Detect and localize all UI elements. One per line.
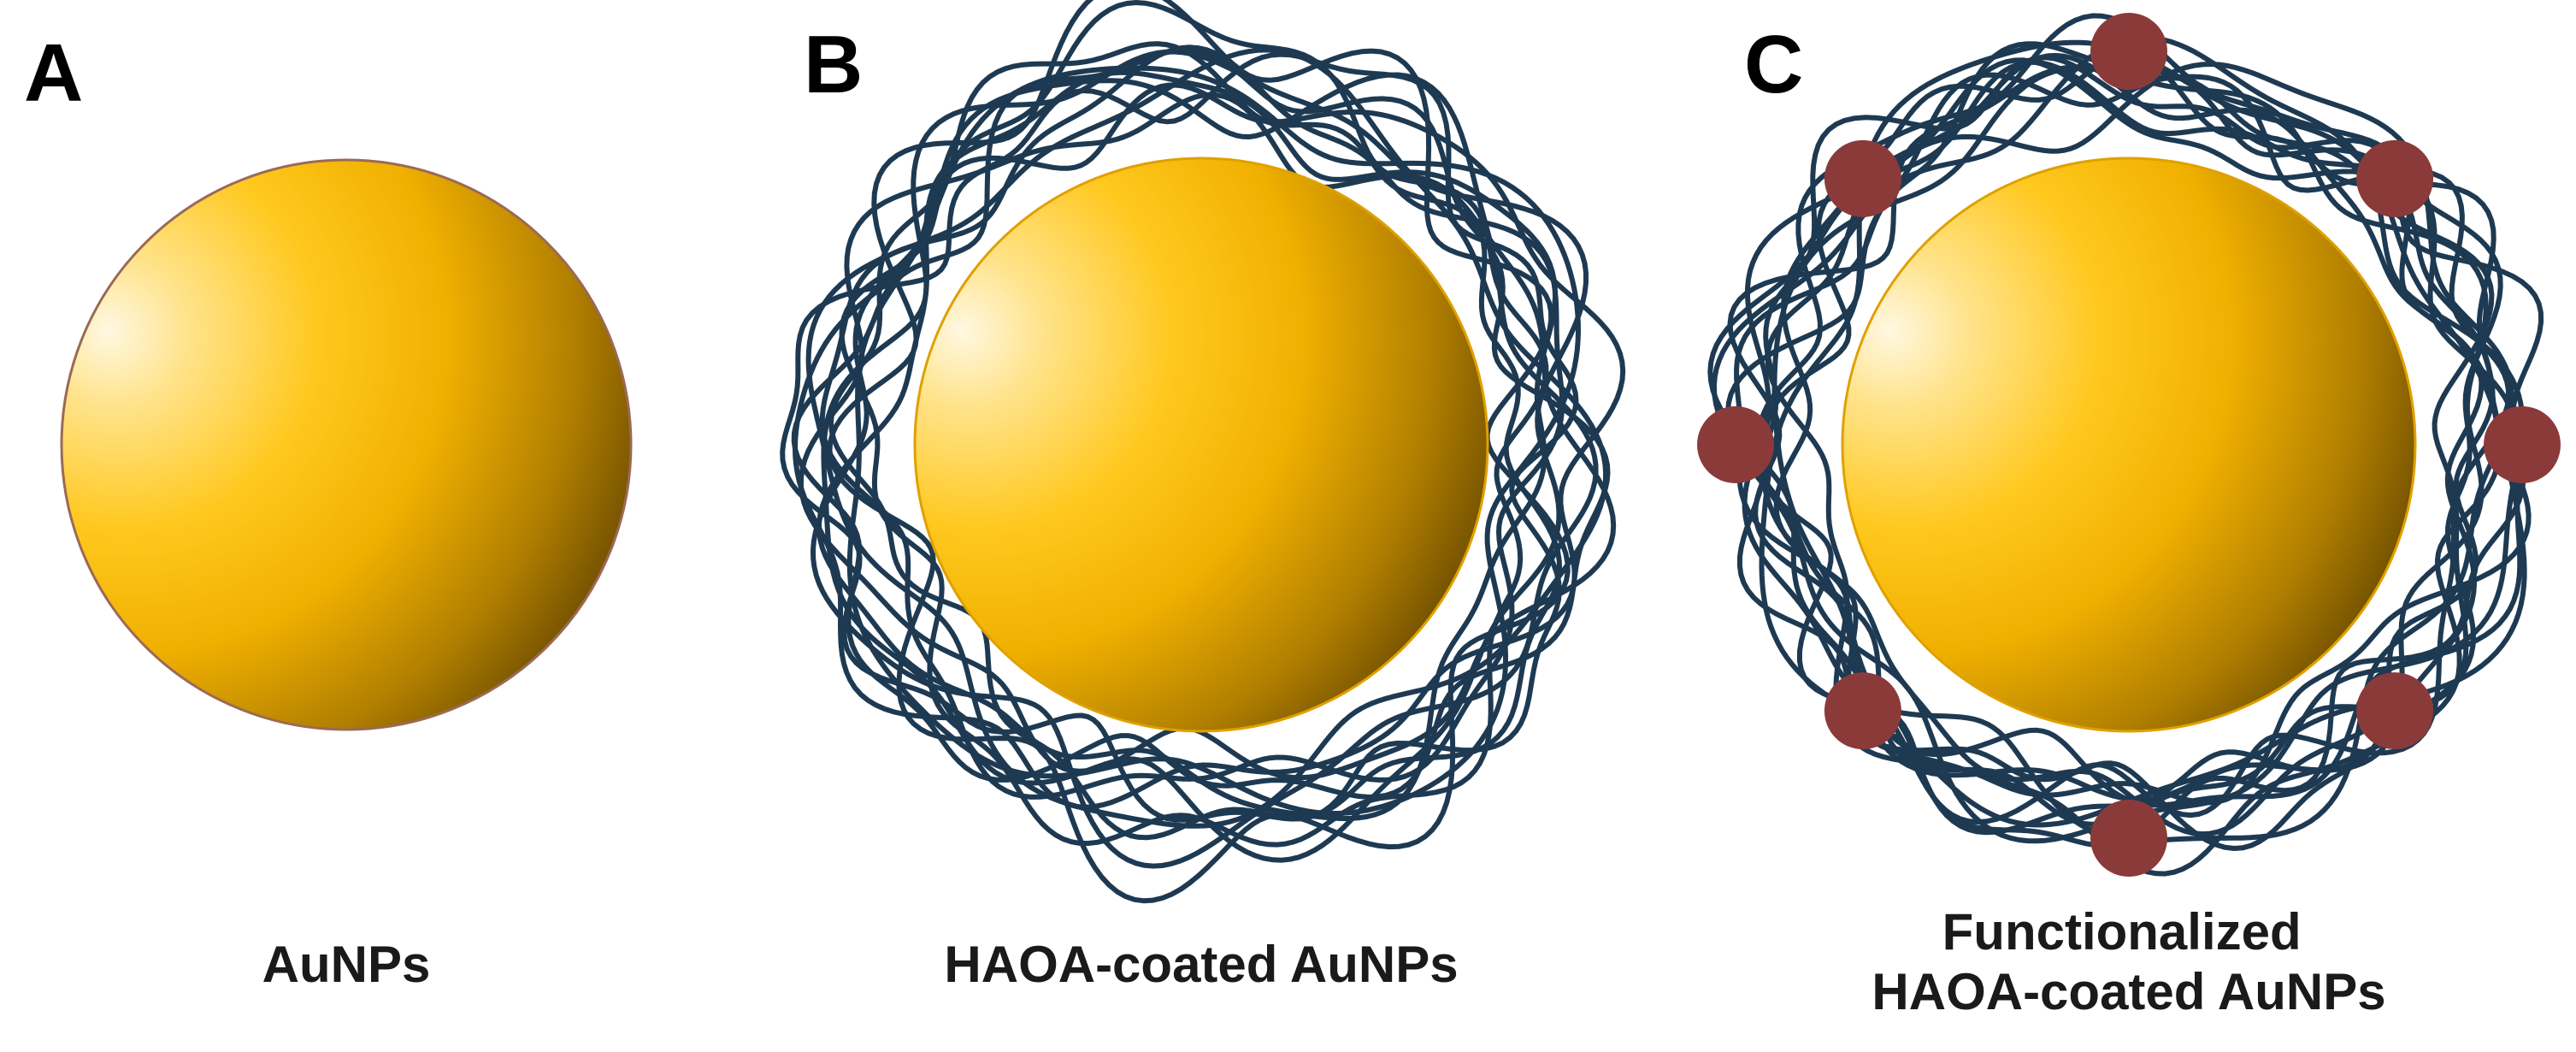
coating-strand — [1736, 53, 2496, 851]
functional-group — [1824, 139, 1901, 217]
gold-nanoparticle — [1841, 157, 2417, 733]
coating-strand — [1773, 52, 2485, 837]
coating-strand — [1765, 57, 2532, 806]
caption-aunps: AuNPs — [262, 936, 431, 993]
functional-group — [1697, 406, 1774, 483]
panel-label-b: B — [804, 19, 863, 110]
caption-haoa-coated-aunps: HAOA-coated AuNPs — [944, 936, 1458, 993]
panel-b: B HAOA-coated AuNPs — [780, 0, 1626, 993]
functional-group — [2090, 13, 2167, 90]
coating-strand — [846, 65, 1581, 816]
gold-nanoparticle — [913, 157, 1489, 733]
coating-strand — [805, 47, 1609, 829]
coating-strand — [793, 82, 1626, 810]
gold-nanoparticle — [60, 158, 633, 731]
functional-group — [2090, 800, 2167, 877]
functional-group — [2484, 406, 2561, 483]
functional-group — [1824, 672, 1901, 750]
panel-c: C Functionalized HAOA-coated AuNPs — [1697, 13, 2561, 1020]
coating-strand — [1759, 39, 2527, 828]
caption-line: HAOA-coated AuNPs — [944, 936, 1458, 993]
caption-functionalized-haoa-coated-aunps: Functionalized HAOA-coated AuNPs — [1872, 903, 2385, 1020]
caption-line: Functionalized — [1942, 903, 2302, 960]
caption-line: HAOA-coated AuNPs — [1872, 963, 2385, 1020]
coating-strand — [780, 51, 1579, 823]
coating-strand — [839, 0, 1549, 848]
functional-group — [2356, 672, 2434, 750]
coating-strand — [821, 49, 1589, 863]
coating-strand — [827, 0, 1571, 904]
panel-label-a: A — [24, 27, 83, 119]
panel-label-c: C — [1744, 19, 1803, 110]
coating-strand — [819, 44, 1565, 800]
caption-line: AuNPs — [262, 936, 431, 993]
functional-groups — [1697, 13, 2561, 877]
panel-a: A AuNPs — [24, 27, 633, 993]
coating-strand — [1707, 59, 2523, 808]
haoa-coating-strands — [780, 0, 1626, 904]
functional-group — [2356, 139, 2434, 217]
